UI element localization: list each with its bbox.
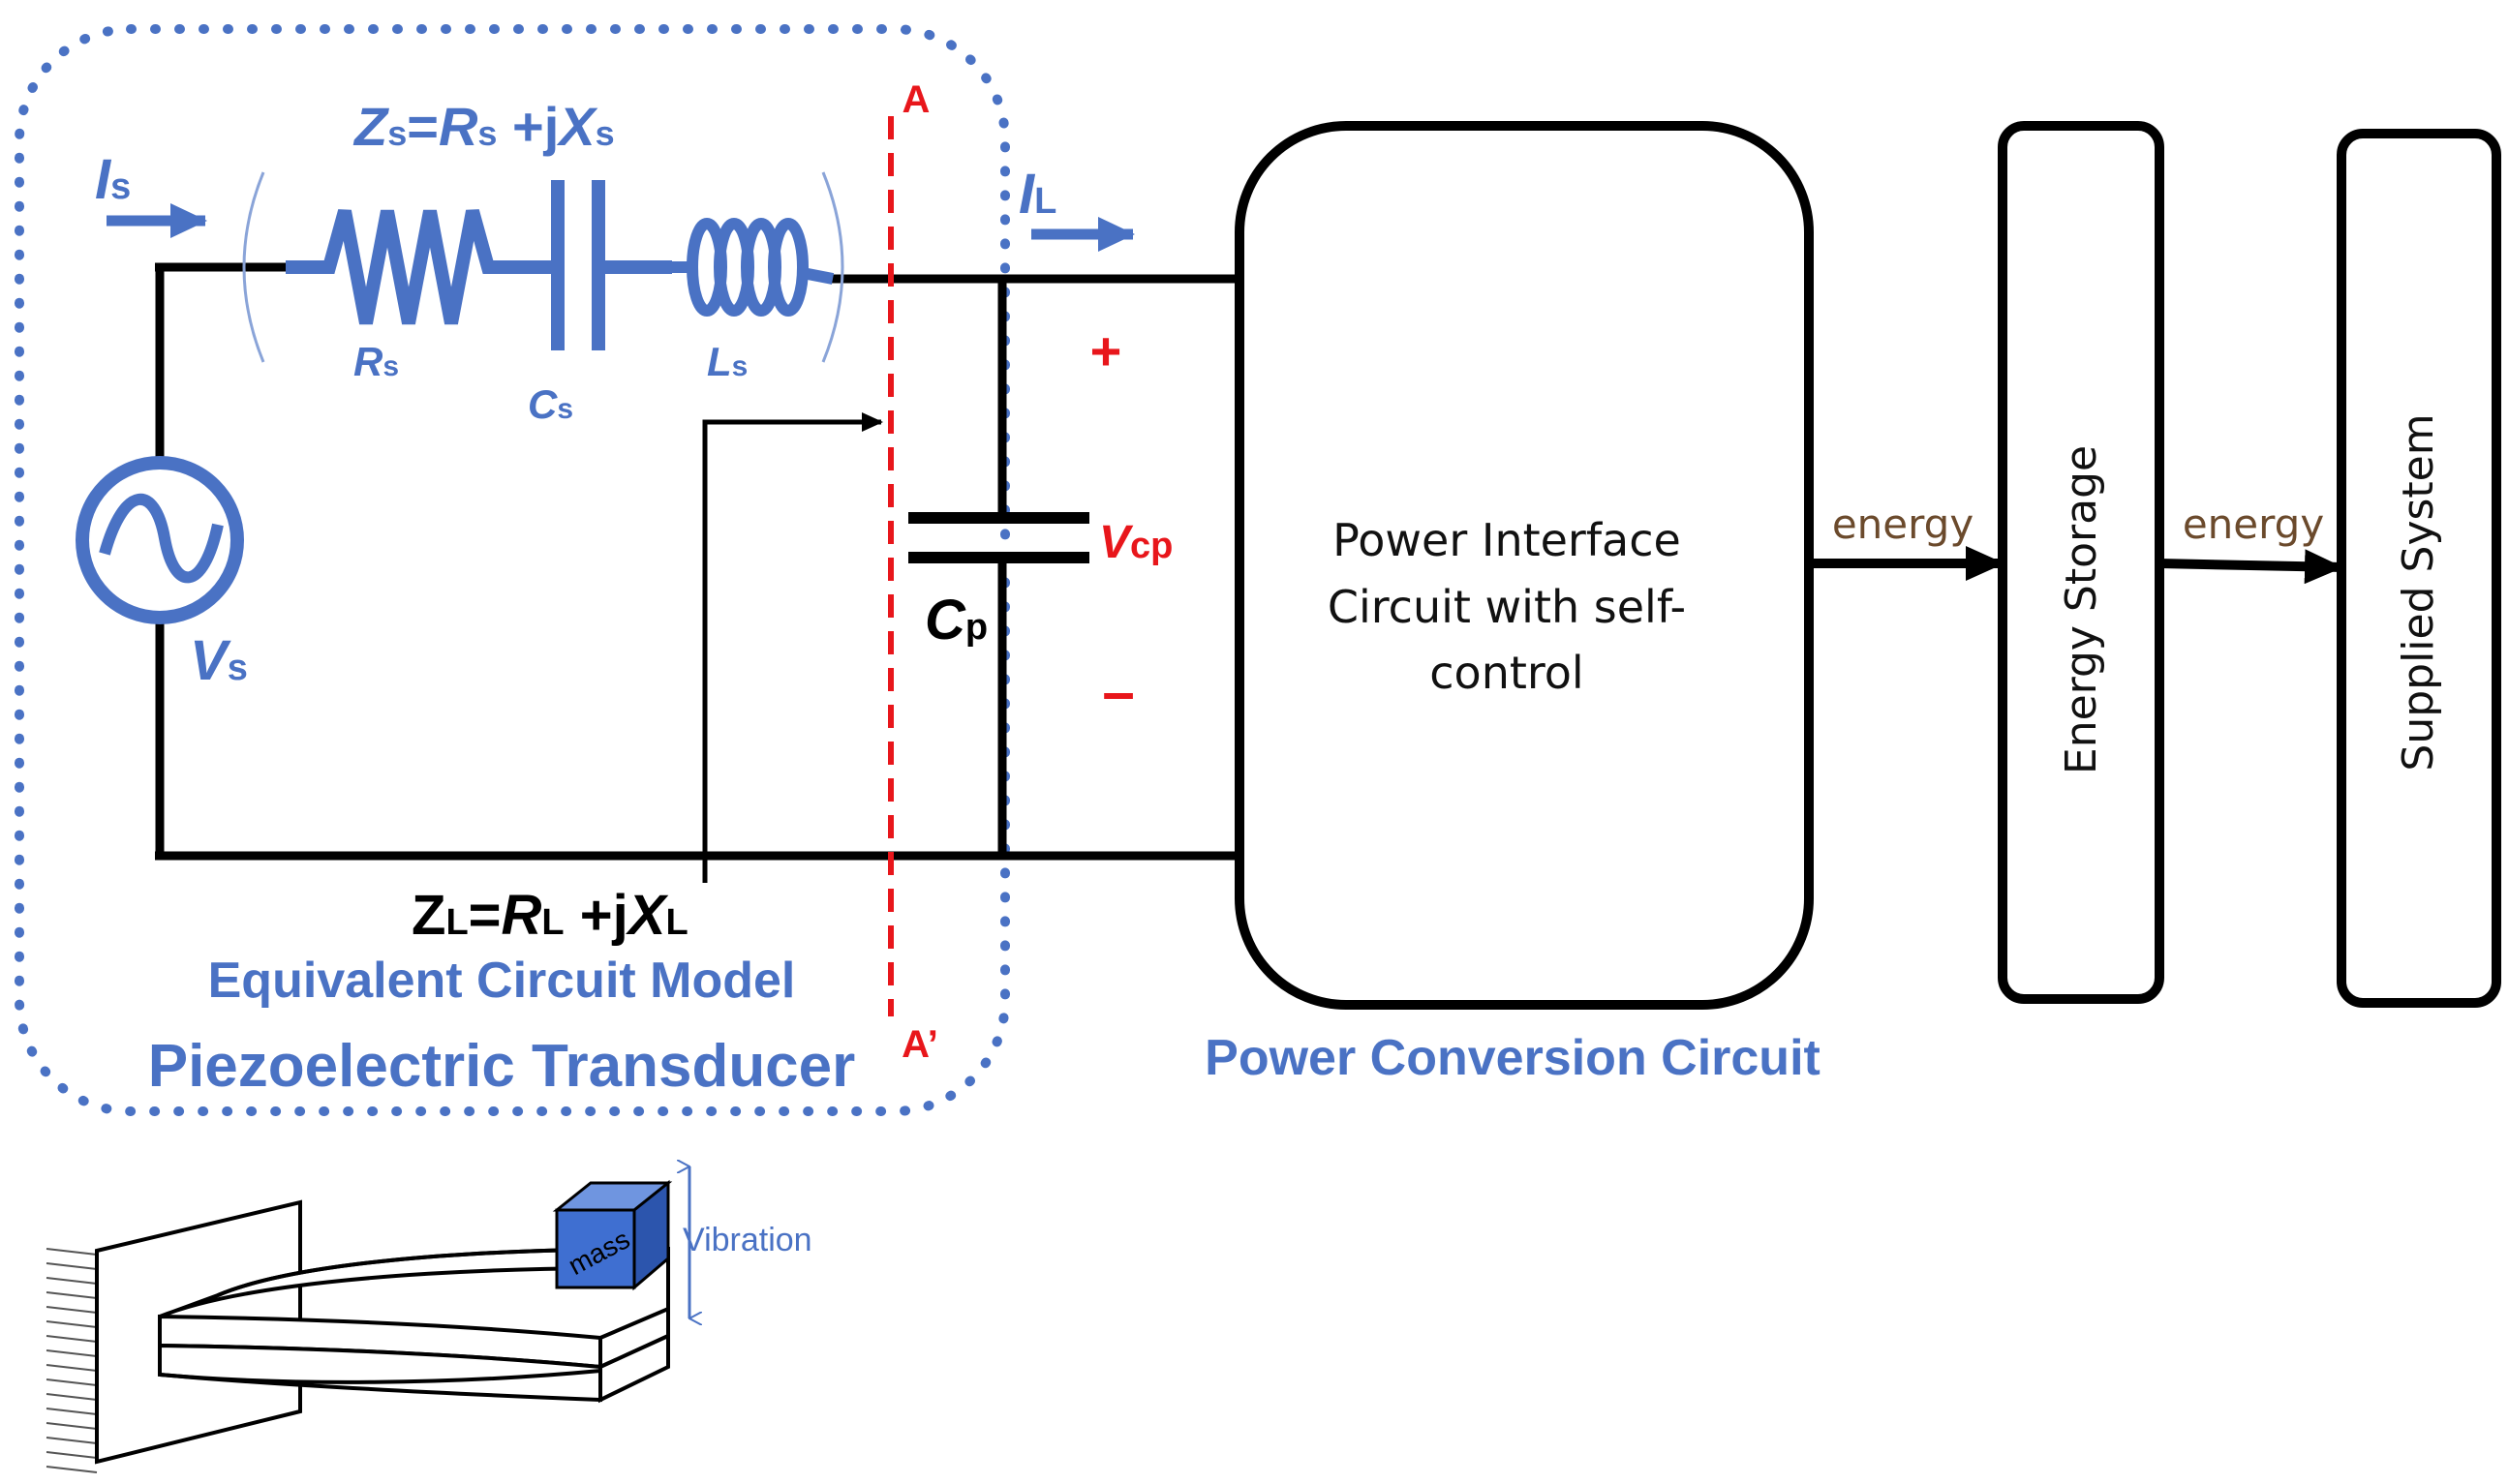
cantilever-illustration: mass Vibration: [46, 1166, 812, 1473]
a-label: A: [903, 78, 931, 121]
resistor-rs: [286, 209, 531, 325]
cp-label: Cp: [925, 589, 988, 651]
energy-arrow-2: [2158, 549, 2343, 585]
rs-label: Rs: [353, 339, 399, 384]
il-label: IL: [1019, 163, 1056, 226]
interface-line-3: control: [1429, 647, 1583, 699]
capacitor-cs: [531, 180, 672, 350]
supplied-system-label: Supplied System: [2394, 413, 2443, 771]
transducer-label: Piezoelectric Transducer: [148, 1033, 856, 1100]
vs-label: Vs: [190, 629, 248, 692]
equivalent-model-label: Equivalent Circuit Model: [208, 953, 796, 1009]
zl-equation: ZL=RL +jXL: [412, 884, 688, 947]
interface-line-2: Circuit with self-: [1328, 581, 1686, 633]
is-label: Is: [95, 148, 131, 211]
ls-label: Ls: [707, 339, 748, 384]
energy-label-1: energy: [1832, 500, 1974, 548]
mass-block: mass: [552, 1179, 673, 1291]
vibration-label: Vibration: [683, 1222, 812, 1258]
zs-bracket-right: [821, 171, 844, 363]
transducer-boundary: [15, 24, 1010, 1116]
energy-label-2: energy: [2183, 500, 2324, 548]
zs-equation: Zs=Rs +jXs: [352, 96, 615, 157]
wall-hatch: [46, 1248, 98, 1473]
vcp-label: Vcp: [1099, 517, 1173, 568]
energy-storage-label: Energy Storage: [2057, 445, 2106, 774]
power-conversion-label: Power Conversion Circuit: [1205, 1030, 1821, 1086]
inductor-ls: [672, 218, 835, 317]
circuit-wires: [155, 262, 1239, 861]
zl-arrow: [702, 412, 883, 883]
zs-bracket-left: [242, 171, 265, 363]
capacitor-cp: [908, 512, 1089, 563]
ac-source-icon: [76, 456, 244, 624]
cs-label: Cs: [528, 381, 573, 427]
plus-sign: +: [1090, 320, 1122, 381]
a-prime-label: A’: [902, 1023, 938, 1066]
interface-line-1: Power Interface: [1332, 514, 1681, 566]
minus-sign: –: [1102, 659, 1134, 724]
